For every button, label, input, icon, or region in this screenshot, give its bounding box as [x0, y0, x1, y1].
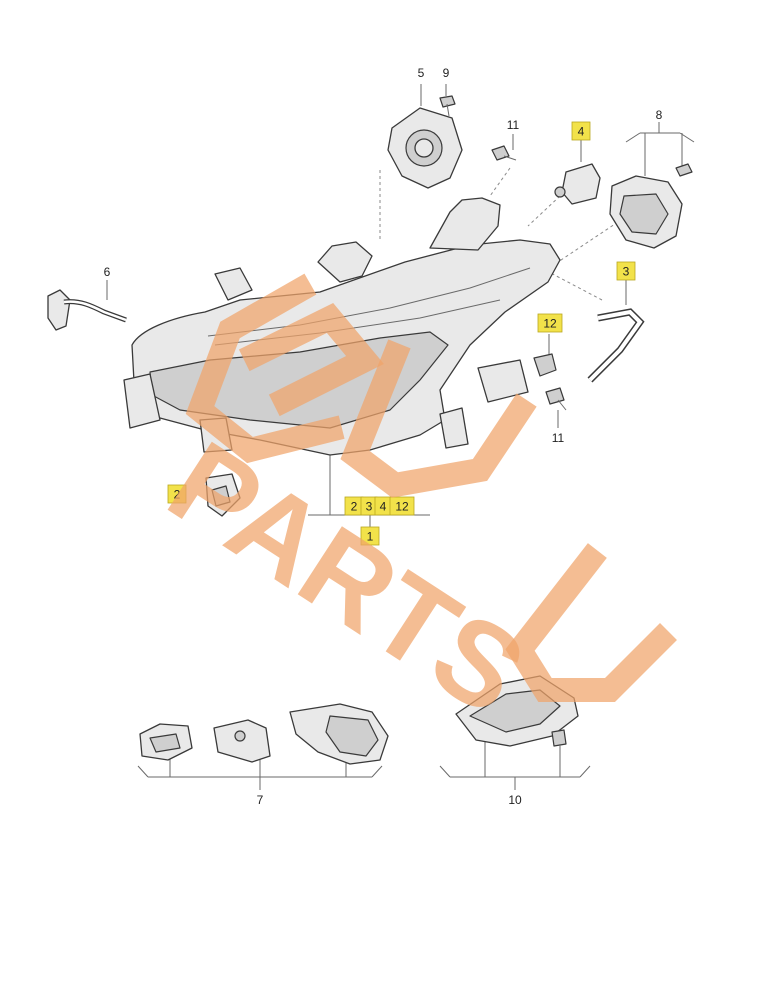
- part-4-adjuster: [554, 163, 601, 205]
- callout-2: 2: [174, 488, 181, 502]
- callout-6: 6: [104, 265, 111, 279]
- callout-9: 9: [443, 66, 450, 80]
- highlight-1: [360, 526, 380, 546]
- callout-group-12: 12: [395, 500, 409, 514]
- part-12-clip: [533, 353, 557, 377]
- leader-lines: [106, 84, 695, 790]
- callouts: 5 9 11 4 8 6 3 12 11 2 2 3 4 12 1 7 10: [104, 66, 663, 807]
- part-5-bulb-module: [387, 107, 463, 189]
- callout-12: 12: [543, 317, 557, 331]
- part-8-cover-cap: [609, 163, 693, 249]
- highlight-4: [571, 121, 591, 141]
- part-2-bracket: [205, 473, 241, 517]
- callout-1: 1: [367, 530, 374, 544]
- callout-4: 4: [578, 125, 585, 139]
- highlight-12: [537, 313, 563, 333]
- part-3-seal: [587, 308, 645, 383]
- callout-7: 7: [257, 793, 264, 807]
- part-11-screw-bottom: [545, 387, 567, 411]
- callout-8: 8: [656, 108, 663, 122]
- callout-group-2: 2: [351, 500, 358, 514]
- part-11-screw-top: [491, 145, 517, 161]
- callout-11-bottom: 11: [552, 431, 565, 445]
- part-7-brackets: [139, 703, 389, 765]
- callout-5: 5: [418, 66, 425, 80]
- callout-group-3: 3: [366, 500, 373, 514]
- part-6-wiring: [47, 289, 127, 331]
- callout-11-top: 11: [507, 118, 520, 132]
- callout-3: 3: [623, 265, 630, 279]
- callout-10: 10: [508, 793, 522, 807]
- highlight-3: [616, 261, 636, 281]
- part-9-screw: [439, 95, 456, 117]
- callout-group-4: 4: [380, 500, 387, 514]
- highlight-2: [167, 484, 187, 504]
- highlight-group-12: [389, 496, 415, 516]
